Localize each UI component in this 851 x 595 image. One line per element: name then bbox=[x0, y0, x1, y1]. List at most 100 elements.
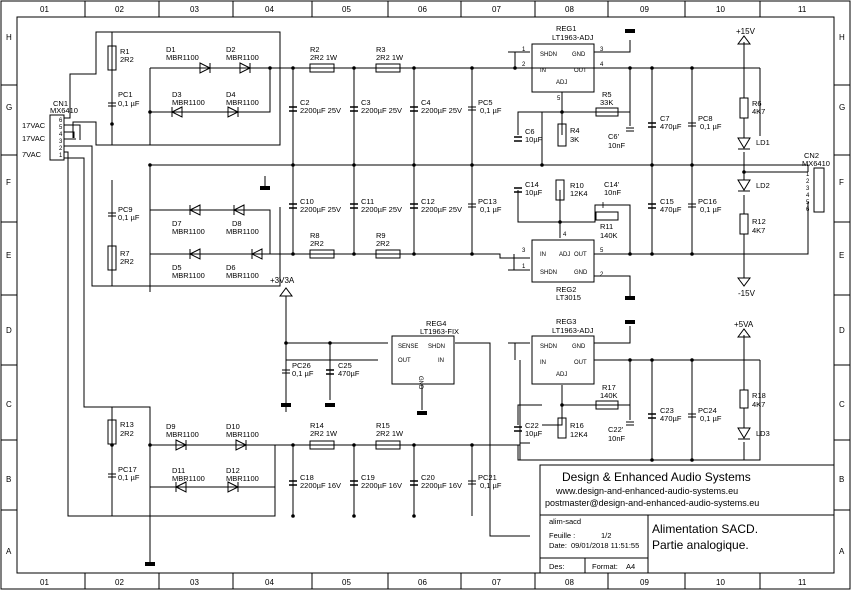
row-label-right: H bbox=[839, 33, 845, 42]
capacitor-c6: C6 10µF bbox=[514, 127, 543, 144]
col-label-top: 08 bbox=[565, 5, 574, 14]
cn1-label-17vac: 17VAC bbox=[22, 121, 46, 130]
capacitor-c23: C23 470µF bbox=[648, 360, 682, 460]
regulator-reg3: REG3 LT1963-ADJ SHDN GND IN OUT ADJ bbox=[531, 317, 595, 385]
cn1-pin: 5 bbox=[59, 125, 63, 131]
col-label-top: 03 bbox=[190, 5, 199, 14]
reg4-part: LT1963-FIX bbox=[420, 327, 459, 336]
pc17-ref: PC17 bbox=[118, 465, 137, 474]
col-label-bottom: 04 bbox=[265, 578, 274, 587]
d10-val: MBR1100 bbox=[226, 430, 259, 439]
col-label-top: 09 bbox=[640, 5, 649, 14]
c11-val: 2200µF 25V bbox=[361, 205, 402, 214]
pc9-ref: PC9 bbox=[118, 205, 133, 214]
r18-ref: R18 bbox=[752, 391, 766, 400]
reg1-pin-shdn: SHDN bbox=[540, 52, 557, 58]
reg3-part: LT1963-ADJ bbox=[552, 326, 594, 335]
r14-ref: R14 bbox=[310, 421, 324, 430]
reg4-pin-gnd: GND bbox=[417, 376, 423, 390]
resistor-r11: R11 140K bbox=[595, 211, 619, 240]
c6p-val: 10nF bbox=[608, 141, 626, 150]
led-ld2: LD2 bbox=[737, 179, 770, 192]
diode-d6: D6 MBR1100 bbox=[226, 248, 263, 280]
r10-ref: R10 bbox=[570, 181, 584, 190]
pin-number: 4 bbox=[600, 62, 604, 68]
rail-pos15: +15V bbox=[736, 27, 756, 45]
capacitor-pc8: PC8 0,1 µF bbox=[688, 68, 722, 165]
pc16-val: 0,1 µF bbox=[700, 205, 722, 214]
capacitors: PC1 0,1 µF C2 2200µF 25V C3 2200µF 25V C… bbox=[108, 68, 722, 516]
reg2-pin-adj: ADJ bbox=[559, 252, 570, 258]
row-label-left: C bbox=[6, 400, 12, 409]
cn2-pin: 4 bbox=[806, 193, 810, 199]
capacitor-c14: C14 10µF bbox=[514, 180, 543, 197]
connector-cn1: CN1 MX6410 6 5 4 3 2 1 17VAC 17VAC 7VAC bbox=[22, 99, 78, 161]
resistor-r8: R8 2R2 bbox=[309, 231, 335, 259]
c6p-ref: C6' bbox=[608, 132, 620, 141]
reg4-pin-out: OUT bbox=[398, 358, 411, 364]
pin-number: 3 bbox=[522, 248, 526, 254]
reg3-pin-gnd: GND bbox=[572, 344, 586, 350]
cn1-pin: 6 bbox=[59, 118, 63, 124]
col-label-bottom: 11 bbox=[798, 578, 807, 587]
d9-val: MBR1100 bbox=[166, 430, 199, 439]
pc5-val: 0,1 µF bbox=[480, 106, 502, 115]
d5-val: MBR1100 bbox=[172, 271, 205, 280]
led-ld3: LD3 bbox=[737, 427, 770, 440]
resistor-r18: R18 4K7 bbox=[739, 389, 766, 409]
row-label-right: G bbox=[839, 103, 845, 112]
reg2-part: LT3015 bbox=[556, 293, 581, 302]
d8-ref: D8 bbox=[232, 219, 242, 228]
capacitor-pc1: PC1 0,1 µF bbox=[108, 90, 140, 108]
resistor-r15: R15 2R2 1W bbox=[375, 421, 404, 450]
d6-val: MBR1100 bbox=[226, 271, 259, 280]
rail-neg15: -15V bbox=[737, 277, 756, 298]
reg1-ref: REG1 bbox=[556, 24, 576, 33]
d6-ref: D6 bbox=[226, 263, 236, 272]
row-label-left: G bbox=[6, 103, 12, 112]
col-label-top: 02 bbox=[115, 5, 124, 14]
col-label-top: 11 bbox=[798, 5, 807, 14]
ground-symbol bbox=[145, 562, 155, 566]
ld3-ref: LD3 bbox=[756, 429, 770, 438]
connector-cn2: CN2 MX6410 1 2 3 4 5 6 bbox=[802, 151, 830, 213]
d12-val: MBR1100 bbox=[226, 474, 259, 483]
resistor-r6: R6 4K7 bbox=[739, 97, 765, 119]
row-label-left: F bbox=[6, 178, 11, 187]
cn1-ref: CN1 bbox=[53, 99, 68, 108]
pc1-ref: PC1 bbox=[118, 90, 133, 99]
c12-val: 2200µF 25V bbox=[421, 205, 462, 214]
c3-val: 2200µF 25V bbox=[361, 106, 402, 115]
col-label-bottom: 02 bbox=[115, 578, 124, 587]
c23-val: 470µF bbox=[660, 414, 682, 423]
c11-ref: C11 bbox=[361, 197, 374, 206]
r10-val: 12K4 bbox=[570, 189, 588, 198]
r18-val: 4K7 bbox=[752, 400, 765, 409]
r13-ref: R13 bbox=[120, 420, 134, 429]
pin-number: 5 bbox=[600, 248, 604, 254]
ground-symbol bbox=[325, 403, 335, 407]
c18-val: 2200µF 16V bbox=[300, 481, 341, 490]
r15-val: 2R2 1W bbox=[376, 429, 404, 438]
resistor-r10: R10 12K4 bbox=[555, 179, 588, 201]
capacitor-pc16: PC16 0,1 µF bbox=[688, 165, 722, 254]
d4-ref: D4 bbox=[226, 90, 236, 99]
c23-ref: C23 bbox=[660, 406, 674, 415]
pin-number: 2 bbox=[522, 62, 526, 68]
rail-5va-label: +5VA bbox=[734, 320, 754, 329]
capacitor-c22-prime: C22' 10nF bbox=[608, 421, 634, 443]
resistor-r16: R16 12K4 bbox=[557, 417, 588, 439]
c10-val: 2200µF 25V bbox=[300, 205, 341, 214]
format-label: Format: bbox=[592, 562, 618, 571]
ground-symbols bbox=[145, 29, 635, 566]
cn2-pin: 2 bbox=[806, 179, 810, 185]
row-label-right: D bbox=[839, 326, 845, 335]
capacitor-c12: C12 2200µF 25V bbox=[410, 165, 462, 254]
reg1-pin-adj: ADJ bbox=[556, 80, 567, 86]
ground-symbol bbox=[625, 29, 635, 33]
resistor-r12: R12 4K7 bbox=[739, 213, 766, 235]
capacitor-pc21: PC21 0,1 µF bbox=[468, 445, 502, 516]
pc26-ref: PC26 bbox=[292, 361, 311, 370]
r17-val: 140K bbox=[600, 391, 618, 400]
